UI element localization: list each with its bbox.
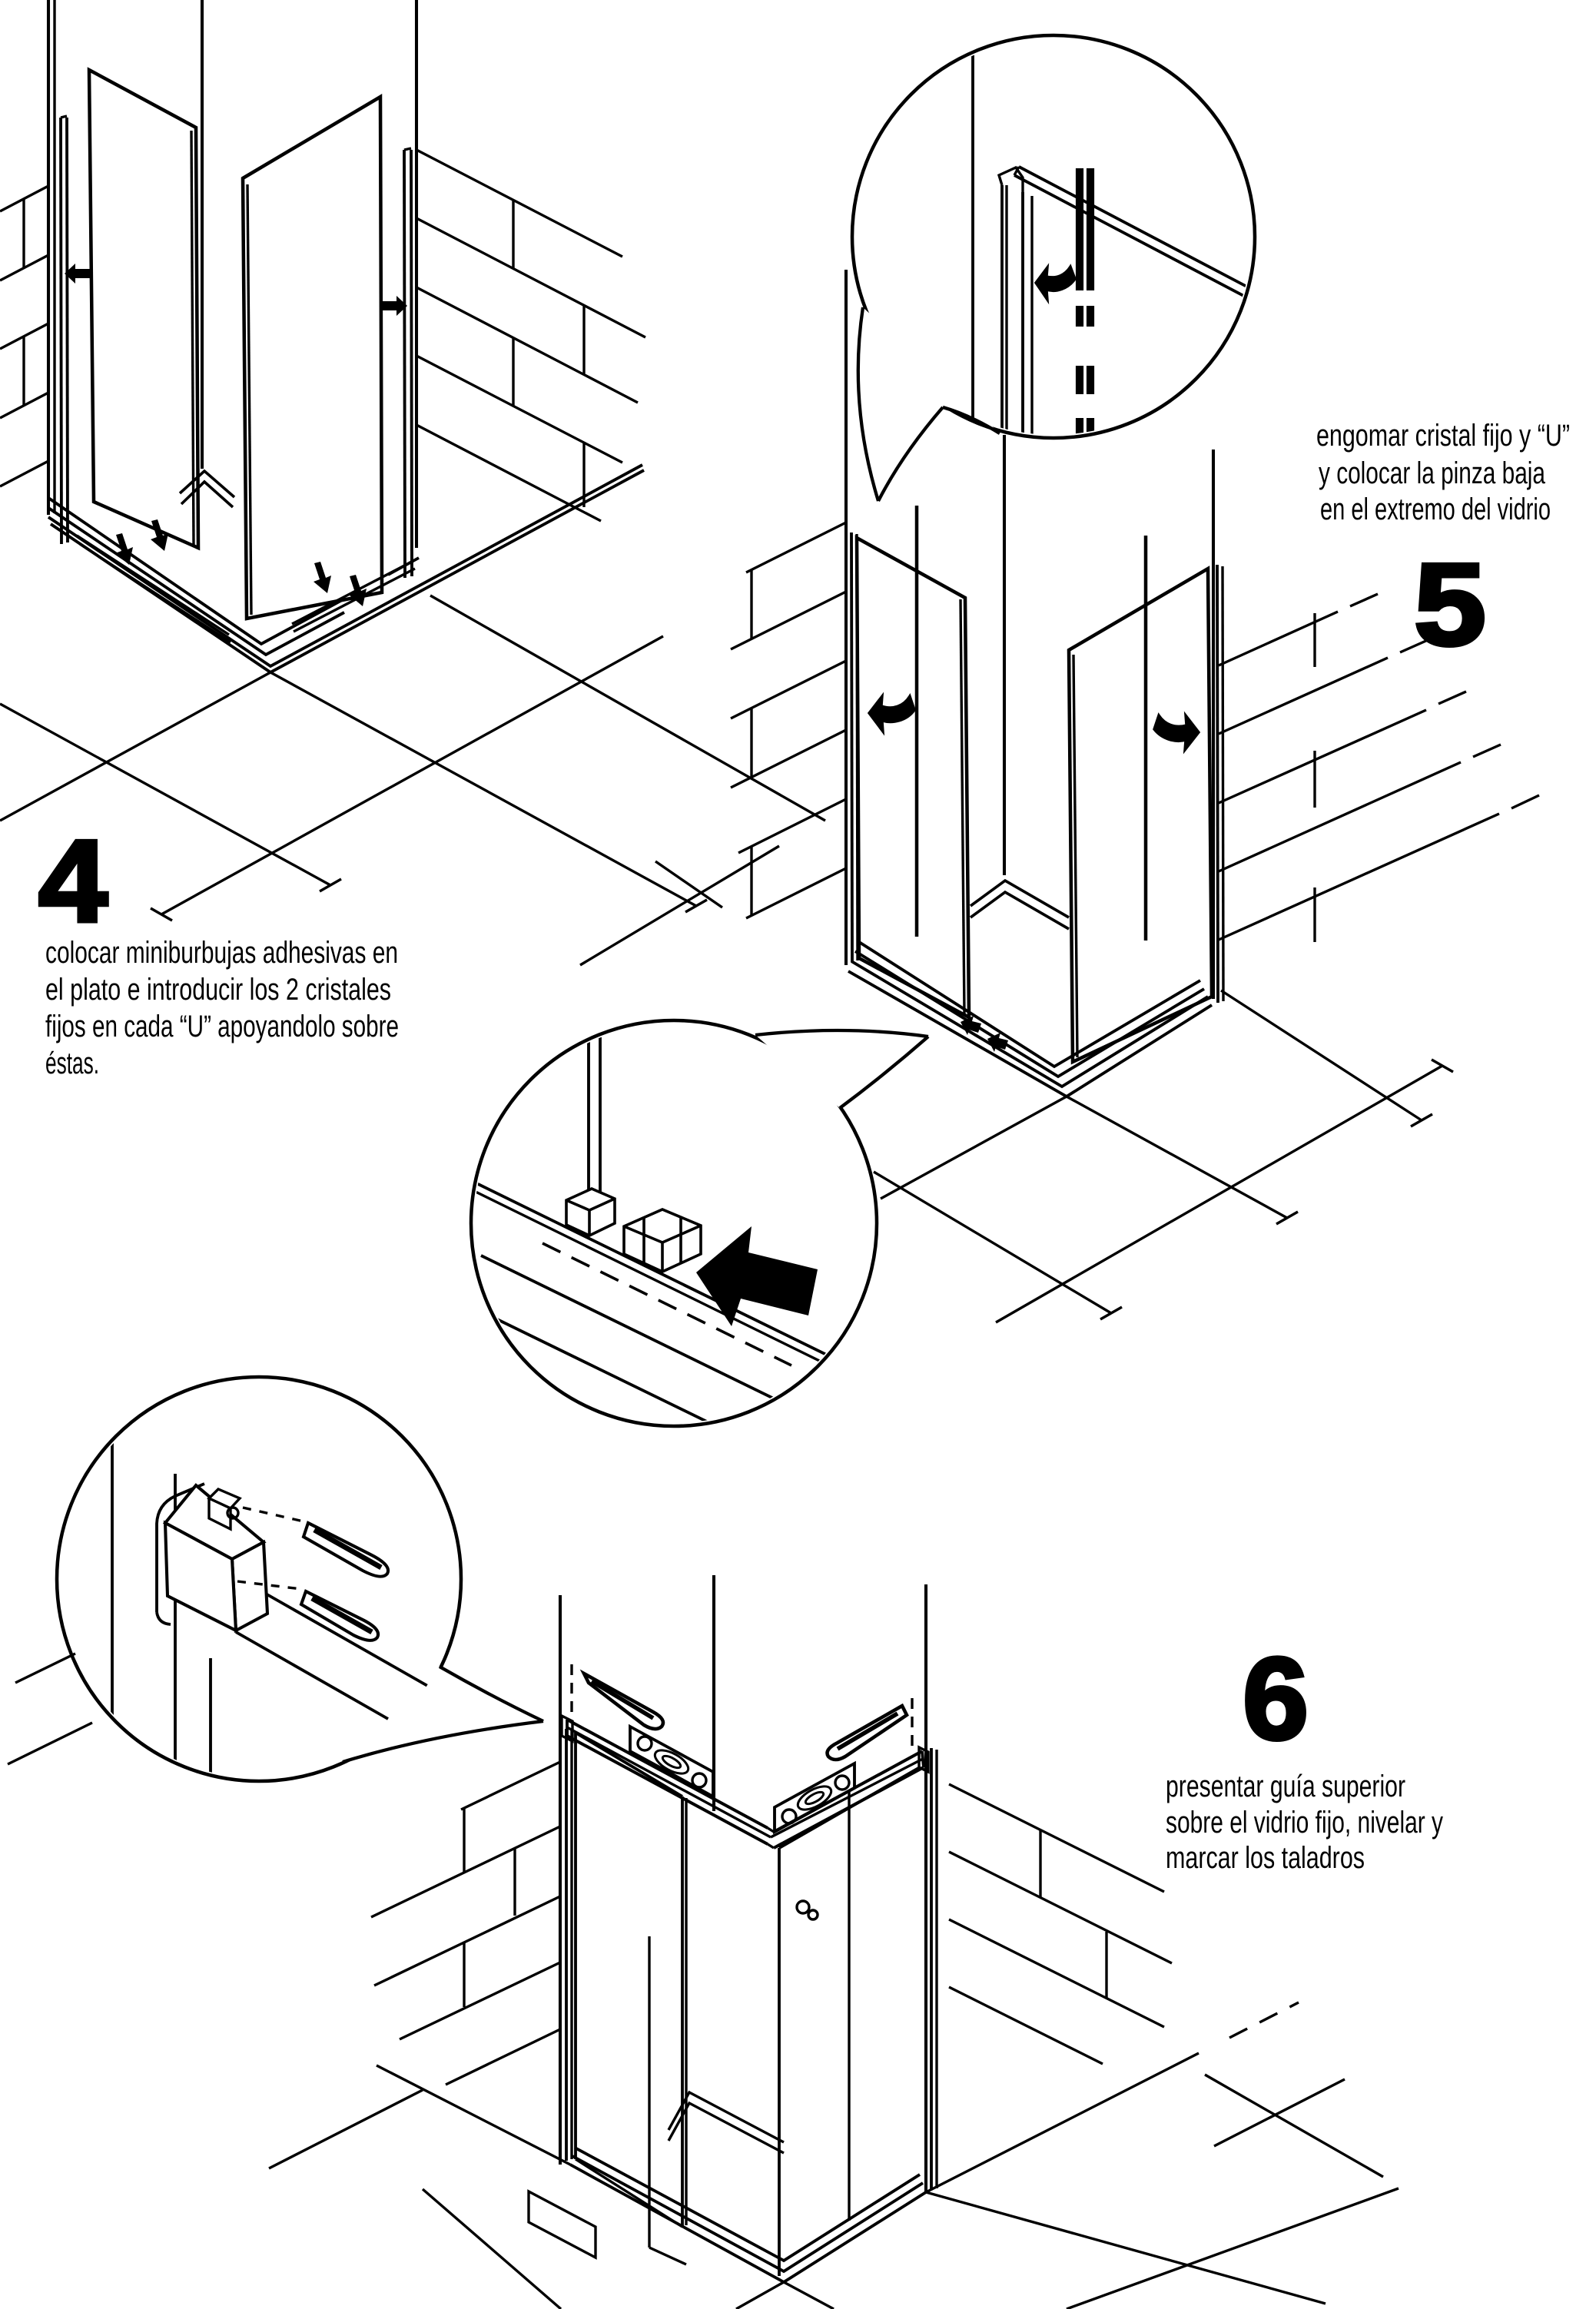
svg-text:en el extremo del vidrio: en el extremo del vidrio (1320, 493, 1551, 526)
svg-text:5: 5 (1414, 539, 1486, 670)
svg-text:6: 6 (1243, 1634, 1309, 1764)
svg-text:fijos en cada “U” apoyandolo s: fijos en cada “U” apoyandolo sobre (45, 1010, 399, 1043)
svg-text:marcar los taladros: marcar los taladros (1166, 1841, 1365, 1875)
svg-text:éstas.: éstas. (45, 1047, 99, 1080)
svg-text:el plato e introducir los 2 cr: el plato e introducir los 2 cristales (45, 973, 391, 1007)
svg-text:4: 4 (38, 816, 108, 947)
svg-text:colocar miniburbujas adhesivas: colocar miniburbujas adhesivas en (45, 936, 398, 970)
svg-text:engomar cristal fijo y “U”: engomar cristal fijo y “U” (1316, 419, 1570, 453)
svg-text:y colocar la pinza baja: y colocar la pinza baja (1319, 456, 1546, 490)
svg-text:presentar guía superior: presentar guía superior (1166, 1770, 1405, 1803)
svg-text:sobre el vidrio fijo, nivelar: sobre el vidrio fijo, nivelar y (1166, 1806, 1443, 1840)
